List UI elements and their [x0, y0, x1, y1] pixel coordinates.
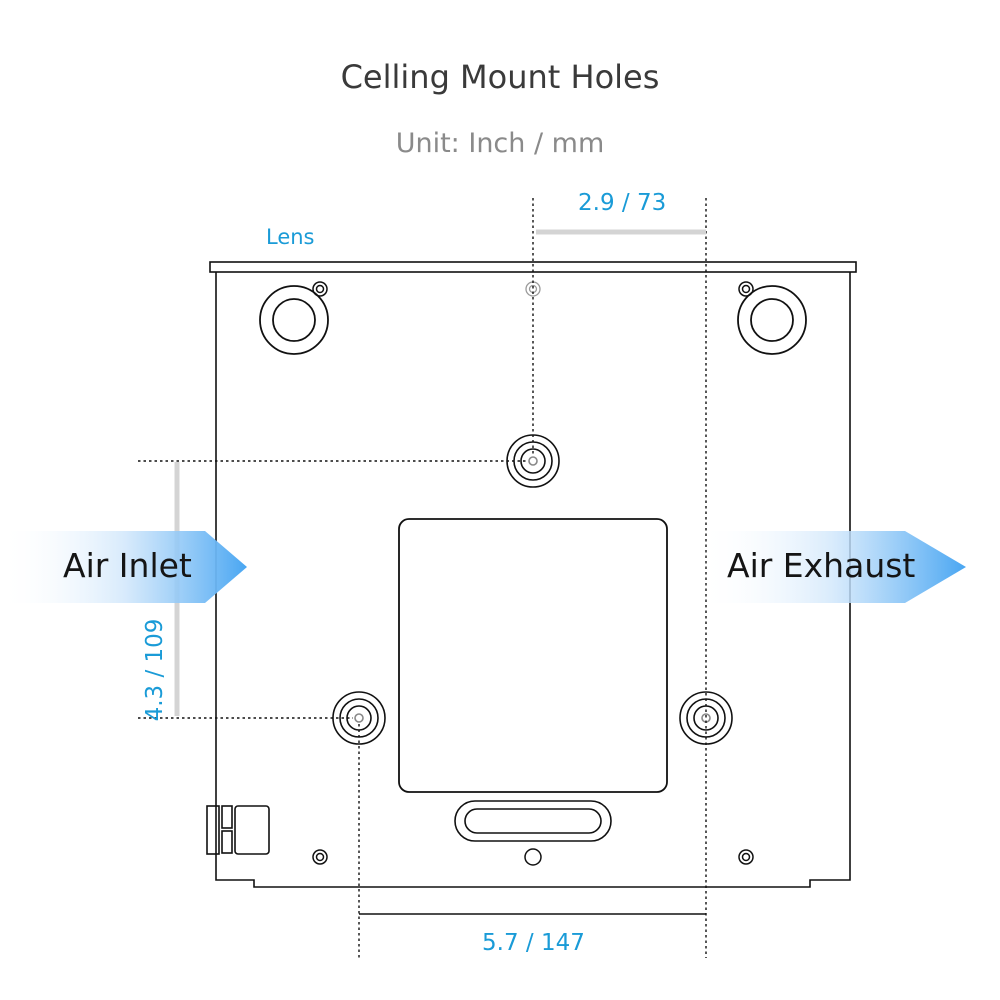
screw-top-right: [738, 281, 754, 297]
air-exhaust-arrow: [700, 531, 966, 603]
screw-bottom-right: [738, 849, 754, 865]
dimension-bottom-label: 5.7 / 147: [482, 930, 585, 956]
lens-label: Lens: [266, 225, 315, 249]
handle-slot: [454, 800, 612, 842]
diagram-title: Celling Mount Holes: [340, 58, 660, 96]
mount-hole-top: [506, 434, 560, 488]
unit-subtitle: Unit: Inch / mm: [395, 128, 605, 159]
bottom-cover-panel: [398, 518, 668, 793]
dimension-side-label: 4.3 / 109: [142, 618, 168, 722]
screw-bottom-center: [524, 848, 542, 866]
air-inlet-label: Air Inlet: [63, 546, 192, 585]
foot-top-left: [259, 285, 329, 355]
screw-bottom-left: [312, 849, 328, 865]
air-inlet-arrow: [0, 531, 247, 603]
foot-top-right: [737, 285, 807, 355]
side-connector: [206, 805, 270, 855]
dimension-top-label: 2.9 / 73: [578, 190, 667, 216]
air-exhaust-label: Air Exhaust: [727, 546, 916, 585]
screw-top-left: [312, 281, 328, 297]
